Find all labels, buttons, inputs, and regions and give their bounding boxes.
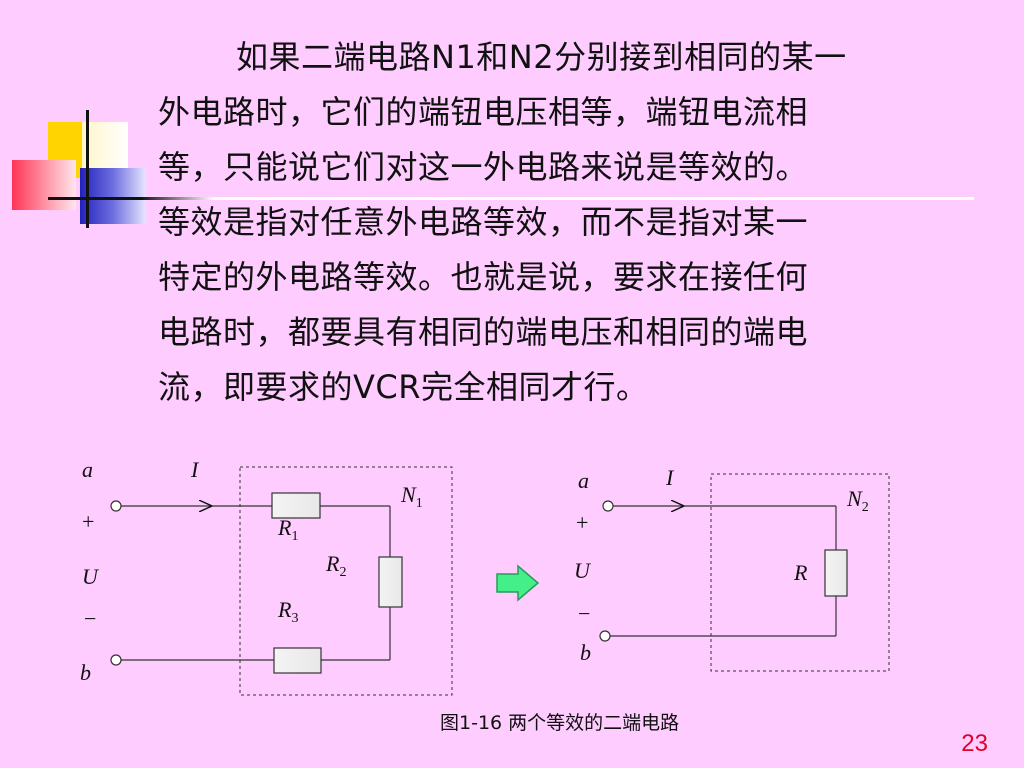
plus-sign: + xyxy=(82,509,94,534)
paragraph-line: 电路时，都要具有相同的端电压和相同的端电 xyxy=(158,313,809,351)
resistor-r3 xyxy=(273,647,322,674)
current-label: I xyxy=(190,457,200,482)
resistor-r xyxy=(824,549,848,597)
left-circuit: a I + U − b N1 R1 R2 R3 xyxy=(80,457,453,696)
terminal-a-node xyxy=(110,500,122,512)
resistor-r1-label: R1 xyxy=(277,515,298,544)
resistor-r2-subscript: 2 xyxy=(339,565,346,580)
paragraph-line: 流，即要求的VCR完全相同才行。 xyxy=(158,368,649,406)
current-label: I xyxy=(665,465,675,490)
network-n2-letter: N xyxy=(846,486,863,511)
resistor-r3-letter: R xyxy=(277,597,292,622)
terminal-b-label: b xyxy=(580,640,591,665)
terminal-b-node xyxy=(110,654,122,666)
terminal-b-label: b xyxy=(80,660,91,685)
resistor-r1-subscript: 1 xyxy=(291,529,298,544)
terminal-b-node xyxy=(599,630,611,642)
paragraph-line: 外电路时，它们的端钮电压相等，端钮电流相 xyxy=(158,93,809,131)
plus-sign: + xyxy=(576,510,588,535)
terminal-a-node xyxy=(602,500,614,512)
vertical-rule xyxy=(86,110,89,228)
resistor-r1 xyxy=(271,492,321,519)
paragraph-line: 特定的外电路等效。也就是说，要求在接任何 xyxy=(158,258,809,296)
page-number: 23 xyxy=(961,730,988,757)
network-n1-box xyxy=(239,466,453,696)
paragraph-line: 等，只能说它们对这一外电路来说是等效的。 xyxy=(158,148,809,186)
right-circuit: a I + U − b N2 R xyxy=(574,465,890,672)
resistor-r3-subscript: 3 xyxy=(291,611,298,626)
network-n2-subscript: 2 xyxy=(862,500,869,515)
network-n1-subscript: 1 xyxy=(416,496,423,511)
white-square-icon xyxy=(82,122,128,168)
circuit-figure: a I + U − b N1 R1 R2 R3 xyxy=(80,457,890,696)
horizontal-rule xyxy=(48,197,974,200)
network-n1-label: N1 xyxy=(400,482,423,511)
figure-caption: 图1-16 两个等效的二端电路 xyxy=(440,712,680,734)
paragraph-line: 等效是指对任意外电路等效，而不是指对某一 xyxy=(158,203,809,241)
network-n2-label: N2 xyxy=(846,486,869,515)
resistor-r2 xyxy=(378,556,403,608)
network-n1-letter: N xyxy=(400,482,417,507)
resistor-r1-letter: R xyxy=(277,515,292,540)
right-arrow-icon xyxy=(496,564,540,602)
resistor-r3-label: R3 xyxy=(277,597,298,626)
terminal-a-label: a xyxy=(82,457,93,482)
network-n2-box xyxy=(710,473,890,672)
minus-sign: − xyxy=(578,601,590,626)
paragraph-line: 如果二端电路N1和N2分别接到相同的某一 xyxy=(236,38,847,76)
minus-sign: − xyxy=(84,606,96,631)
resistor-r2-label: R2 xyxy=(325,551,346,580)
body-paragraph: 如果二端电路N1和N2分别接到相同的某一 外电路时，它们的端钮电压相等，端钮电流… xyxy=(158,30,958,415)
voltage-label: U xyxy=(574,558,592,583)
voltage-label: U xyxy=(82,564,100,589)
resistor-r-label: R xyxy=(793,560,808,585)
terminal-a-label: a xyxy=(578,468,589,493)
red-square-icon xyxy=(12,160,76,210)
blue-square-icon xyxy=(80,168,146,224)
resistor-r2-letter: R xyxy=(325,551,340,576)
